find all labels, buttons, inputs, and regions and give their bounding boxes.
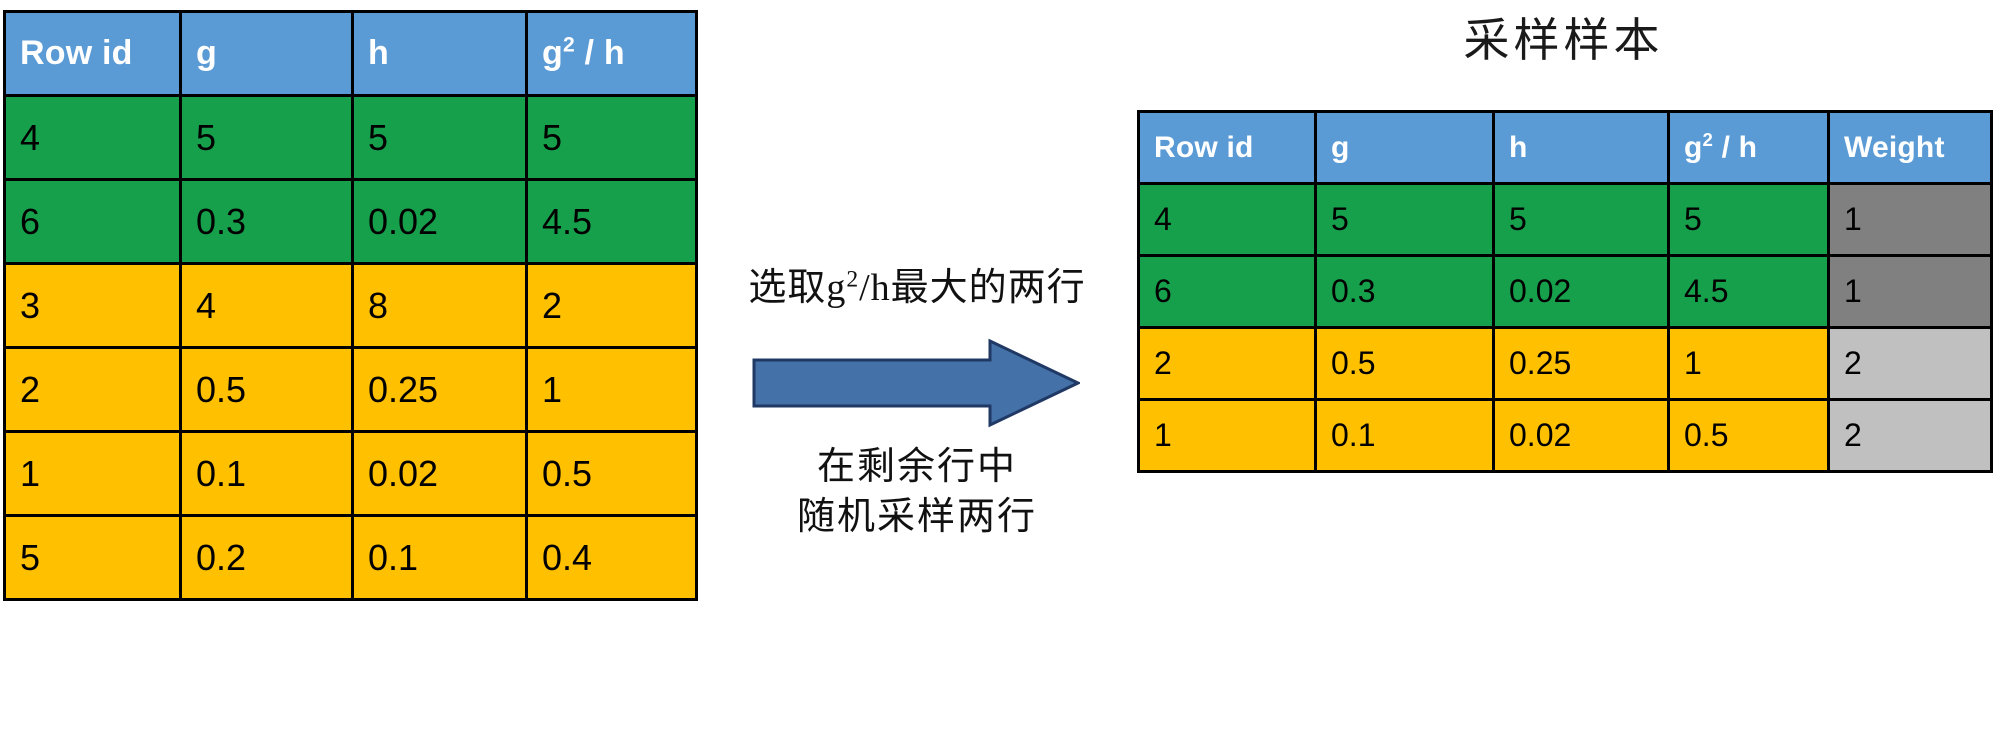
cell-h: 5: [351, 94, 528, 181]
cell-g: 0.2: [179, 514, 354, 601]
cell-h: 0.1: [351, 514, 528, 601]
column-header-label: g: [542, 34, 563, 72]
cell-h: 5: [1492, 182, 1670, 257]
random-sample-line-1: 在剩余行中: [816, 446, 1017, 488]
cell-g: 4: [179, 262, 354, 349]
cell-g: 0.5: [1314, 326, 1495, 401]
table-header-row: Row id g h g2 / h: [3, 10, 698, 97]
table-row: 6 0.3 0.02 4.5 1: [1137, 254, 1993, 329]
table-row: 1 0.1 0.02 0.5: [3, 430, 698, 517]
cell-g: 0.1: [1314, 398, 1495, 473]
column-header-weight: Weight: [1827, 110, 1993, 185]
column-header-row-id: Row id: [3, 10, 182, 97]
column-header-label: Row id: [1154, 130, 1254, 164]
table-row: 5 0.2 0.1 0.4: [3, 514, 698, 601]
cell-g: 0.1: [179, 430, 354, 517]
select-top-label-prefix: 选取g: [748, 267, 847, 309]
cell-g2-over-h: 4.5: [525, 178, 698, 265]
column-header-label: g: [1331, 130, 1350, 164]
cell-g2-over-h: 1: [1667, 326, 1830, 401]
cell-g2-over-h: 0.5: [525, 430, 698, 517]
cell-row-id: 6: [3, 178, 182, 265]
table-row: 4 5 5 5 1: [1137, 182, 1993, 257]
cell-h: 0.25: [1492, 326, 1670, 401]
cell-h: 8: [351, 262, 528, 349]
cell-g2-over-h: 4.5: [1667, 254, 1830, 329]
column-header-label: g: [1684, 130, 1703, 164]
cell-row-id: 1: [1137, 398, 1317, 473]
column-header-row-id: Row id: [1137, 110, 1317, 185]
column-header-tail: / h: [574, 34, 625, 72]
cell-g: 5: [179, 94, 354, 181]
column-header-g: g: [179, 10, 354, 97]
cell-g: 5: [1314, 182, 1495, 257]
cell-row-id: 5: [3, 514, 182, 601]
table-row: 1 0.1 0.02 0.5 2: [1137, 398, 1993, 473]
column-header-label: h: [368, 34, 389, 72]
column-header-h: h: [351, 10, 528, 97]
column-header-label: h: [1509, 130, 1528, 164]
cell-row-id: 2: [1137, 326, 1317, 401]
table-row: 2 0.5 0.25 1 2: [1137, 326, 1993, 401]
cell-weight: 2: [1827, 326, 1993, 401]
cell-h: 0.02: [351, 430, 528, 517]
cell-h: 0.25: [351, 346, 528, 433]
cell-weight: 2: [1827, 398, 1993, 473]
cell-weight: 1: [1827, 182, 1993, 257]
cell-row-id: 2: [3, 346, 182, 433]
superscript-two: 2: [562, 33, 575, 57]
column-header-h: h: [1492, 110, 1670, 185]
cell-row-id: 6: [1137, 254, 1317, 329]
table-row: 3 4 8 2: [3, 262, 698, 349]
table-row: 2 0.5 0.25 1: [3, 346, 698, 433]
cell-g2-over-h: 5: [1667, 182, 1830, 257]
select-top-label-suffix: /h最大的两行: [859, 267, 1086, 309]
cell-g2-over-h: 5: [525, 94, 698, 181]
cell-g: 0.3: [179, 178, 354, 265]
cell-h: 0.02: [351, 178, 528, 265]
superscript-two: 2: [1702, 128, 1714, 150]
cell-g2-over-h: 0.4: [525, 514, 698, 601]
cell-g: 0.5: [179, 346, 354, 433]
cell-row-id: 3: [3, 262, 182, 349]
column-header-g: g: [1314, 110, 1495, 185]
cell-g2-over-h: 1: [525, 346, 698, 433]
cell-h: 0.02: [1492, 398, 1670, 473]
cell-row-id: 4: [1137, 182, 1317, 257]
sampled-rows-table: Row id g h g2 / h Weight 4 5 5 5 1 6 0.3…: [1137, 110, 1993, 473]
cell-row-id: 4: [3, 94, 182, 181]
table-row: 4 5 5 5: [3, 94, 698, 181]
select-top-rows-label: 选取g2/h最大的两行: [712, 256, 1122, 311]
right-arrow-icon: [752, 338, 1080, 428]
cell-g2-over-h: 0.5: [1667, 398, 1830, 473]
column-header-label: Weight: [1844, 130, 1945, 164]
cell-weight: 1: [1827, 254, 1993, 329]
cell-h: 0.02: [1492, 254, 1670, 329]
table-header-row: Row id g h g2 / h Weight: [1137, 110, 1993, 185]
cell-g2-over-h: 2: [525, 262, 698, 349]
sample-table-title: 采样样本: [1463, 15, 1664, 66]
cell-g: 0.3: [1314, 254, 1495, 329]
superscript-two: 2: [846, 266, 860, 293]
column-header-g2-over-h: g2 / h: [1667, 110, 1830, 185]
table-row: 6 0.3 0.02 4.5: [3, 178, 698, 265]
random-sample-line-2: 随机采样两行: [796, 496, 1037, 539]
column-header-tail: / h: [1713, 130, 1758, 164]
random-sample-label: 在剩余行中 随机采样两行: [712, 442, 1122, 542]
cell-row-id: 1: [3, 430, 182, 517]
column-header-label: Row id: [20, 34, 133, 72]
column-header-label: g: [196, 34, 217, 72]
source-rows-table: Row id g h g2 / h 4 5 5 5 6 0.3 0.02 4.5…: [3, 10, 698, 601]
column-header-g2-over-h: g2 / h: [525, 10, 698, 97]
